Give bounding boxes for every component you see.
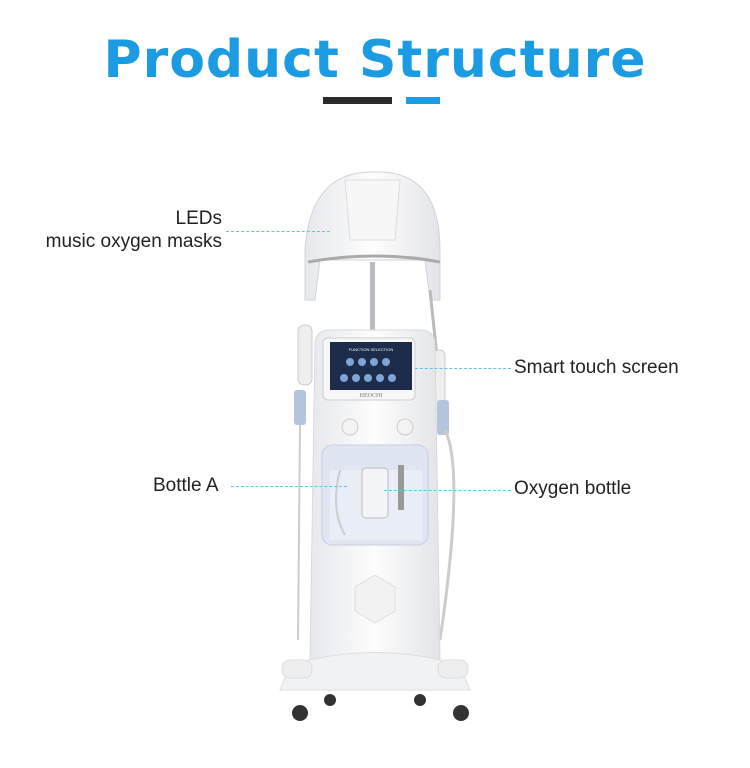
oxygen-bottle — [361, 467, 389, 519]
leader-touch-screen — [415, 368, 511, 369]
label-leds-line2: music oxygen masks — [45, 231, 222, 252]
leader-bottle-a — [231, 486, 347, 487]
label-leds: LEDs music oxygen masks — [0, 207, 222, 253]
pole — [370, 262, 375, 342]
label-bottle-a: Bottle A — [153, 475, 219, 496]
label-leds-line1: LEDs — [175, 208, 222, 229]
title-underline-blue — [406, 97, 440, 104]
led-mask — [304, 171, 441, 301]
leader-oxygen-bottle — [384, 490, 511, 491]
title-underline-dark — [323, 97, 392, 104]
label-oxygen-bottle: Oxygen bottle — [514, 478, 632, 499]
screen-header: FUNCTION SELECTION — [349, 347, 394, 352]
label-touch-screen: Smart touch screen — [514, 357, 679, 378]
brand-logo: HEOCHI — [360, 393, 383, 399]
page-title: Product Structure — [103, 30, 647, 90]
leader-leds — [226, 231, 330, 232]
